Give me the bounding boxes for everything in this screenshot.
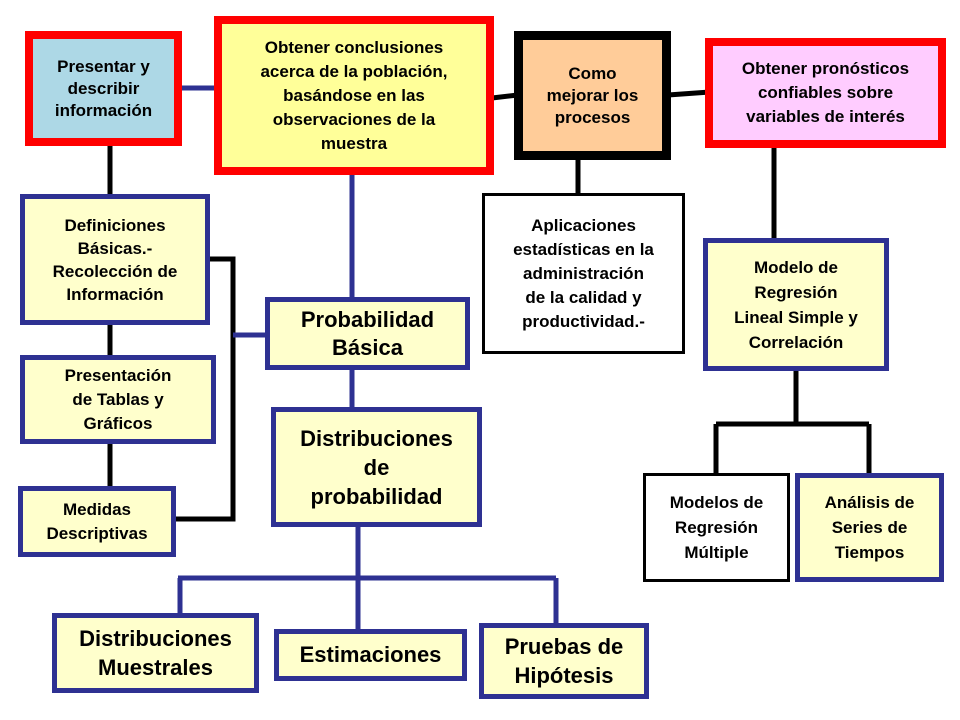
box-estimaciones-label: Estimaciones [299, 642, 442, 667]
box-pruebas-hipotesis-label: Pruebas de Hipótesis [504, 634, 624, 688]
box-probabilidad-basica: Probabilidad Básica [265, 297, 470, 370]
box-analisis-series-tiempos: Análisis de Series de Tiempos [795, 473, 944, 582]
box-distribuciones-probabilidad-label: Distribuciones de probabilidad [300, 425, 453, 509]
box-mejorar-procesos: Como mejorar los procesos [514, 31, 671, 160]
box-presentacion-tablas: Presentación de Tablas y Gráficos [20, 355, 216, 444]
box-obtener-pronosticos-label: Obtener pronósticos confiables sobre var… [741, 59, 910, 126]
box-distribuciones-muestrales: Distribuciones Muestrales [52, 613, 259, 693]
box-obtener-pronosticos: Obtener pronósticos confiables sobre var… [705, 38, 946, 148]
box-presentacion-tablas-label: Presentación de Tablas y Gráficos [64, 365, 172, 433]
box-presentar-describir: Presentar y describir información [25, 31, 182, 146]
box-pruebas-hipotesis: Pruebas de Hipótesis [479, 623, 649, 699]
box-modelo-regresion-lineal-label: Modelo de Regresión Lineal Simple y Corr… [734, 257, 858, 352]
box-modelos-regresion-multiple: Modelos de Regresión Múltiple [643, 473, 790, 582]
box-obtener-conclusiones: Obtener conclusiones acerca de la poblac… [214, 16, 494, 175]
box-medidas-descriptivas-label: Medidas Descriptivas [46, 499, 148, 543]
box-mejorar-procesos-label: Como mejorar los procesos [546, 63, 639, 127]
box-medidas-descriptivas: Medidas Descriptivas [18, 486, 176, 557]
box-aplicaciones-estadisticas: Aplicaciones estadísticas en la administ… [482, 193, 685, 354]
box-aplicaciones-estadisticas-label: Aplicaciones estadísticas en la administ… [513, 215, 654, 331]
connector-mejorar-pronosticos [667, 89, 711, 98]
box-distribuciones-muestrales-label: Distribuciones Muestrales [79, 626, 232, 680]
box-estimaciones: Estimaciones [274, 629, 467, 681]
box-probabilidad-basica-label: Probabilidad Básica [300, 306, 435, 360]
box-presentar-describir-label: Presentar y describir información [54, 56, 153, 120]
box-modelos-regresion-multiple-label: Modelos de Regresión Múltiple [669, 493, 764, 562]
box-definiciones-basicas-label: Definiciones Básicas.- Recolección de In… [52, 215, 178, 304]
box-analisis-series-tiempos-label: Análisis de Series de Tiempos [824, 493, 915, 562]
box-obtener-conclusiones-label: Obtener conclusiones acerca de la poblac… [260, 37, 448, 153]
box-definiciones-basicas: Definiciones Básicas.- Recolección de In… [20, 194, 210, 325]
box-modelo-regresion-lineal: Modelo de Regresión Lineal Simple y Corr… [703, 238, 889, 371]
box-distribuciones-probabilidad: Distribuciones de probabilidad [271, 407, 482, 527]
connector-bracket-right [175, 256, 236, 522]
connector-conclusiones-mejorar [491, 92, 519, 101]
